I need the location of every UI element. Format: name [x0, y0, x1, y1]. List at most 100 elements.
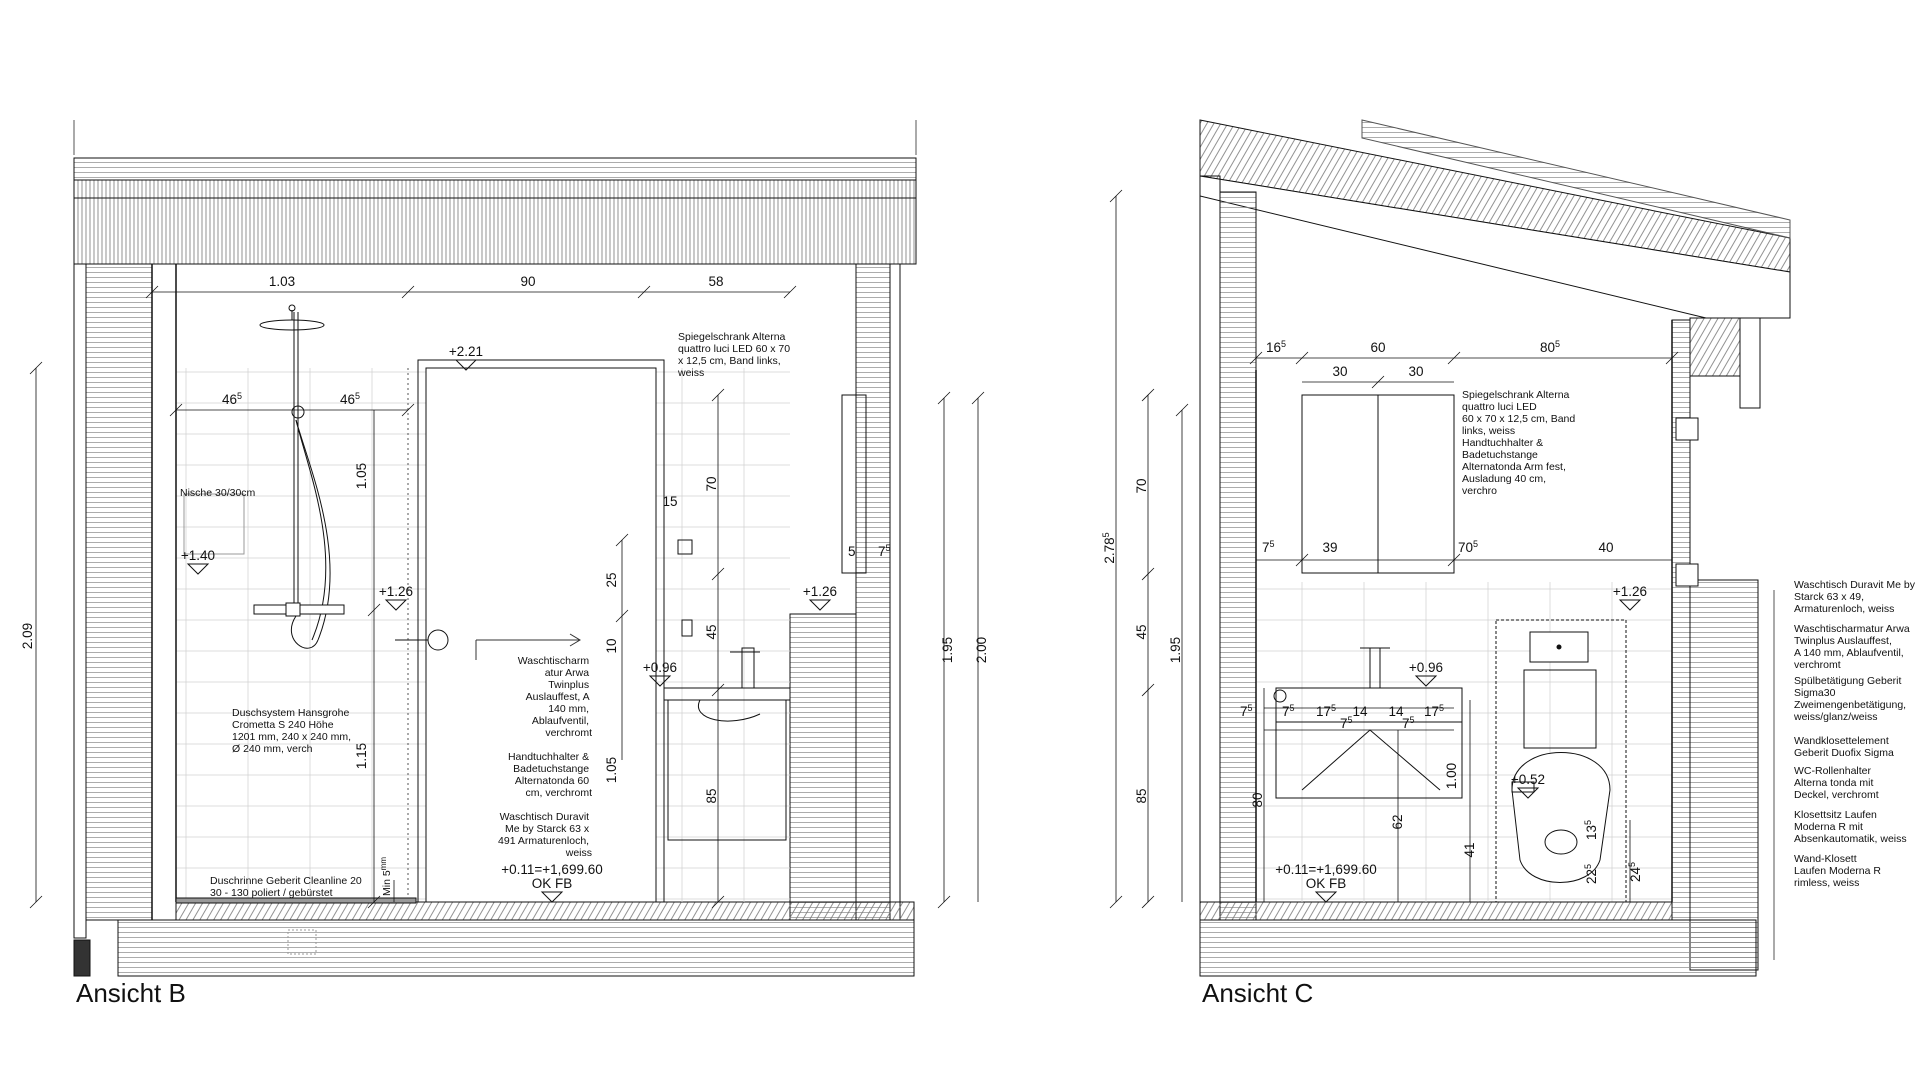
b-dim-top-3: 58: [708, 274, 723, 289]
b-dim-min5: Min 5mm: [379, 857, 393, 896]
legend-item: WC-Rollenhalter Alterna tonda mit Deckel…: [1794, 765, 1879, 801]
b-dim-r-195: 1.95: [940, 637, 955, 663]
c-floor-slab: [1199, 919, 1757, 977]
b-dim-v-10: 10: [604, 638, 619, 653]
c-dim-h-85: 85: [1134, 788, 1149, 803]
b-floor-slab: [117, 919, 915, 977]
b-drain: [175, 897, 417, 904]
c-dimension-lines: [1109, 189, 1679, 909]
c-level-wc: +0.52: [1511, 772, 1545, 787]
c-dim-b-7b: 75: [1282, 703, 1295, 719]
c-right-wall: [1671, 319, 1691, 921]
c-dim-b-7a: 75: [1240, 703, 1253, 719]
c-dim-m-7: 75: [1262, 539, 1275, 555]
b-dim-v-45: 45: [704, 624, 719, 639]
legend-item: Spülbetätigung Geberit Sigma30 Zweimenge…: [1793, 675, 1909, 723]
c-level-floor: +0.11=+1,699.60: [1275, 862, 1376, 877]
c-dim-v-22: 225: [1583, 864, 1599, 884]
c-dim-v-41: 41: [1462, 842, 1477, 857]
c-dim-h-70: 70: [1134, 478, 1149, 493]
b-roof-edge: [73, 197, 917, 265]
b-note-shower: Duschsystem Hansgrohe Crometta S 240 Höh…: [232, 707, 354, 755]
c-level-basin: +0.96: [1409, 660, 1443, 675]
legend-item: Waschtisch Duravit Me by Starck 63 x 49,…: [1794, 579, 1918, 615]
b-dim-v-25: 25: [604, 572, 619, 587]
b-level-mid: +1.26: [379, 584, 413, 599]
b-dim-top-2: 90: [520, 274, 535, 289]
b-dim-v-85: 85: [704, 788, 719, 803]
c-dim-m-70: 705: [1458, 539, 1478, 555]
c-floor-screed: [1199, 901, 1673, 921]
c-dim-h-195: 1.95: [1168, 637, 1183, 663]
c-dim-top-16: 165: [1266, 339, 1286, 355]
c-dim-m-39: 39: [1322, 540, 1337, 555]
b-dim-shower-r: 465: [340, 391, 360, 407]
b-dim-h-105: 1.05: [354, 463, 369, 489]
c-dim-b-7d: 75: [1402, 715, 1415, 731]
b-view-title: Ansicht B: [76, 978, 186, 1008]
c-dim-top-60: 60: [1370, 340, 1385, 355]
c-dim-top-30a: 30: [1332, 364, 1347, 379]
view-c-labels: 165 60 805 30 30 70 45 85 2.785 1.95 75 …: [1101, 339, 1918, 1008]
b-dim-v-5: 5: [848, 544, 856, 559]
legend-item: Klosettsitz Laufen Moderna R mit Absenka…: [1794, 809, 1907, 845]
b-floor-screed: [175, 901, 915, 921]
b-niche: [183, 493, 245, 555]
view-c: [1109, 119, 1791, 977]
wc-icon: [1495, 619, 1627, 903]
c-dim-b-17a: 175: [1316, 703, 1336, 719]
b-note-towel: Handtuchhalter & Badetuchstange Alternat…: [508, 751, 592, 799]
c-dim-top-80: 805: [1540, 339, 1560, 355]
b-left-wall: [85, 263, 153, 921]
legend-item: Waschtischarmatur Arwa Twinplus Auslauff…: [1794, 623, 1913, 671]
c-dim-v-100: 1.00: [1444, 763, 1459, 789]
c-dim-v-24: 245: [1627, 862, 1643, 882]
b-dim-r-200: 2.00: [974, 637, 989, 663]
legend-item: Wandklosettelement Geberit Duofix Sigma: [1794, 735, 1894, 759]
b-dim-v-105b: 1.05: [604, 757, 619, 783]
legend-item: Wand-Klosett Laufen Moderna R rimless, w…: [1794, 853, 1884, 889]
view-b: [29, 120, 985, 977]
c-dim-top-30b: 30: [1408, 364, 1423, 379]
b-note-mirror: Spiegelschrank Alterna quattro luci LED …: [677, 331, 793, 379]
b-note-niche: Nische 30/30cm: [180, 487, 256, 499]
c-dim-m-40: 40: [1598, 540, 1613, 555]
b-roof-slab: [73, 179, 917, 265]
c-right-wall-outer: [1689, 579, 1759, 971]
c-legend: Waschtisch Duravit Me by Starck 63 x 49,…: [1793, 579, 1918, 889]
b-dim-v-7: 75: [878, 543, 891, 559]
c-dim-v-13: 135: [1583, 820, 1599, 840]
b-note-drain: Duschrinne Geberit Cleanline 20 30 - 130…: [210, 875, 365, 899]
c-dim-b-17b: 175: [1424, 703, 1444, 719]
c-view-title: Ansicht C: [1202, 978, 1313, 1008]
b-level-door: +2.21: [449, 344, 483, 359]
b-dim-h-209: 2.09: [20, 623, 35, 649]
c-left-wall: [1219, 191, 1257, 921]
b-basin-icon: [663, 539, 791, 841]
b-right-wall: [855, 263, 891, 921]
c-dim-v-62: 62: [1390, 814, 1405, 829]
c-dim-v-80: 80: [1250, 792, 1265, 807]
c-level-mid: +1.26: [1613, 584, 1647, 599]
b-dim-shower-l: 465: [222, 391, 242, 407]
roll-holder-icon: [1273, 689, 1287, 703]
b-dim-v-70: 70: [704, 476, 719, 491]
b-note-tap: Waschtischarm atur Arwa Twinplus Auslauf…: [518, 655, 592, 739]
b-level-basin: +0.96: [643, 660, 677, 675]
b-level-niche: +1.40: [181, 548, 215, 563]
b-note-basin: Waschtisch Duravit Me by Starck 63 x 491…: [498, 811, 592, 859]
b-level-okfb: OK FB: [532, 876, 573, 891]
b-roof-top: [73, 157, 917, 181]
b-dim-top-1: 1.03: [269, 274, 295, 289]
c-tile-wall: [1256, 582, 1672, 902]
c-dim-b-14a: 14: [1352, 704, 1368, 719]
b-door: [425, 367, 657, 903]
b-level-right: +1.26: [803, 584, 837, 599]
c-dim-h-45: 45: [1134, 624, 1149, 639]
view-b-labels: 1.03 90 58 465 465 1.05 1.15 2.09 70 15 …: [20, 274, 989, 1008]
b-level-floor: +0.11=+1,699.60: [501, 862, 602, 877]
b-dim-v-15: 15: [662, 494, 677, 509]
c-dim-b-7c: 75: [1340, 715, 1353, 731]
b-mirror-cabinet: [841, 394, 867, 574]
